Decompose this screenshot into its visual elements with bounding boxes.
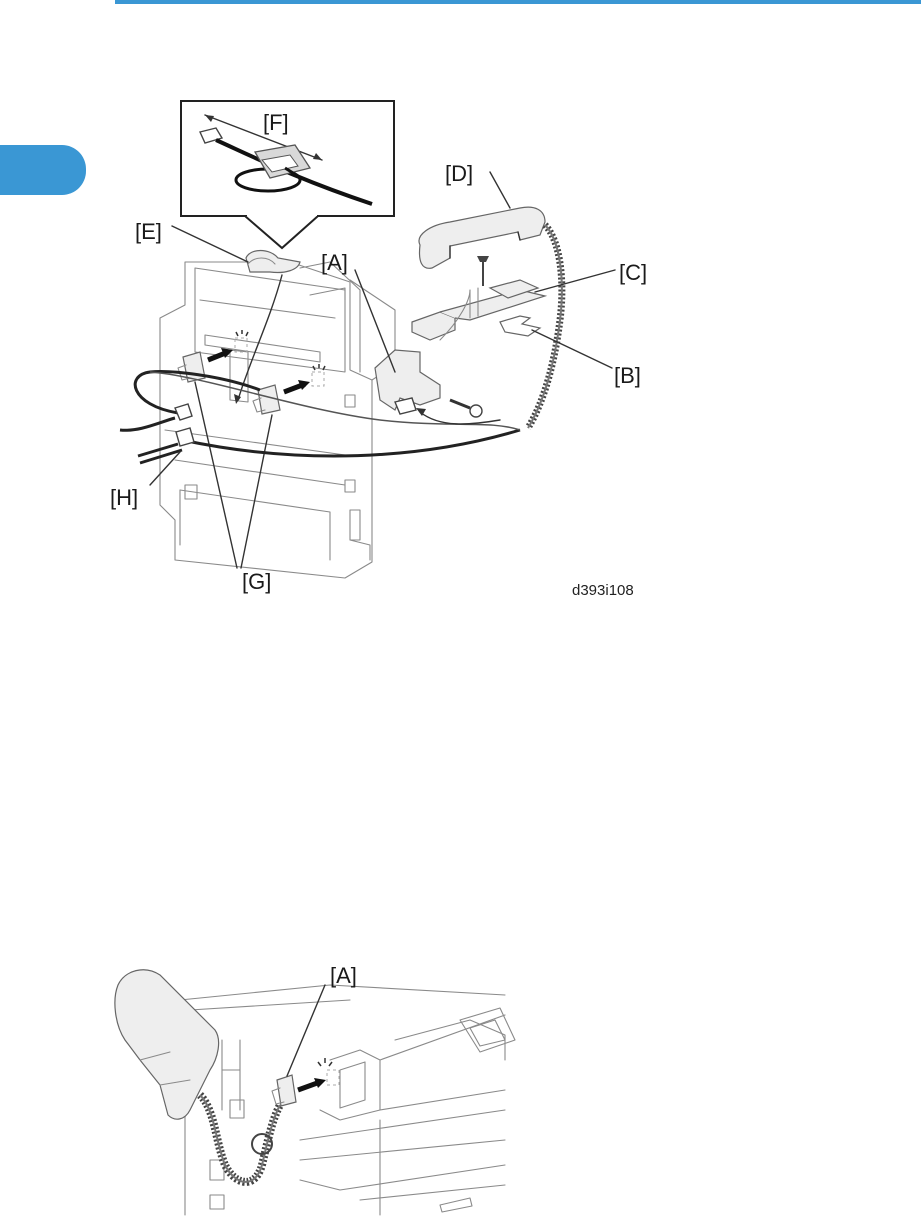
handset-cable xyxy=(120,372,520,485)
handset xyxy=(115,970,219,1119)
label-b: [B] xyxy=(614,365,641,387)
label-e: [E] xyxy=(135,221,162,243)
machine-body xyxy=(180,985,515,1215)
figure-code: d393i108 xyxy=(572,582,634,599)
plate-b xyxy=(500,316,612,368)
label-c: [C] xyxy=(619,262,647,284)
handset-clip-diagram xyxy=(0,955,921,1215)
label-a-fig2: [A] xyxy=(330,965,357,987)
label-a: [A] xyxy=(321,252,348,274)
label-f: [F] xyxy=(263,112,289,134)
handset-d xyxy=(419,172,545,268)
label-g: [G] xyxy=(242,571,271,593)
cable-clip-a xyxy=(277,1075,296,1106)
machine-rear-panel xyxy=(160,262,395,578)
label-h: [H] xyxy=(110,487,138,509)
handset-install-diagram xyxy=(0,0,921,620)
label-d: [D] xyxy=(445,163,473,185)
